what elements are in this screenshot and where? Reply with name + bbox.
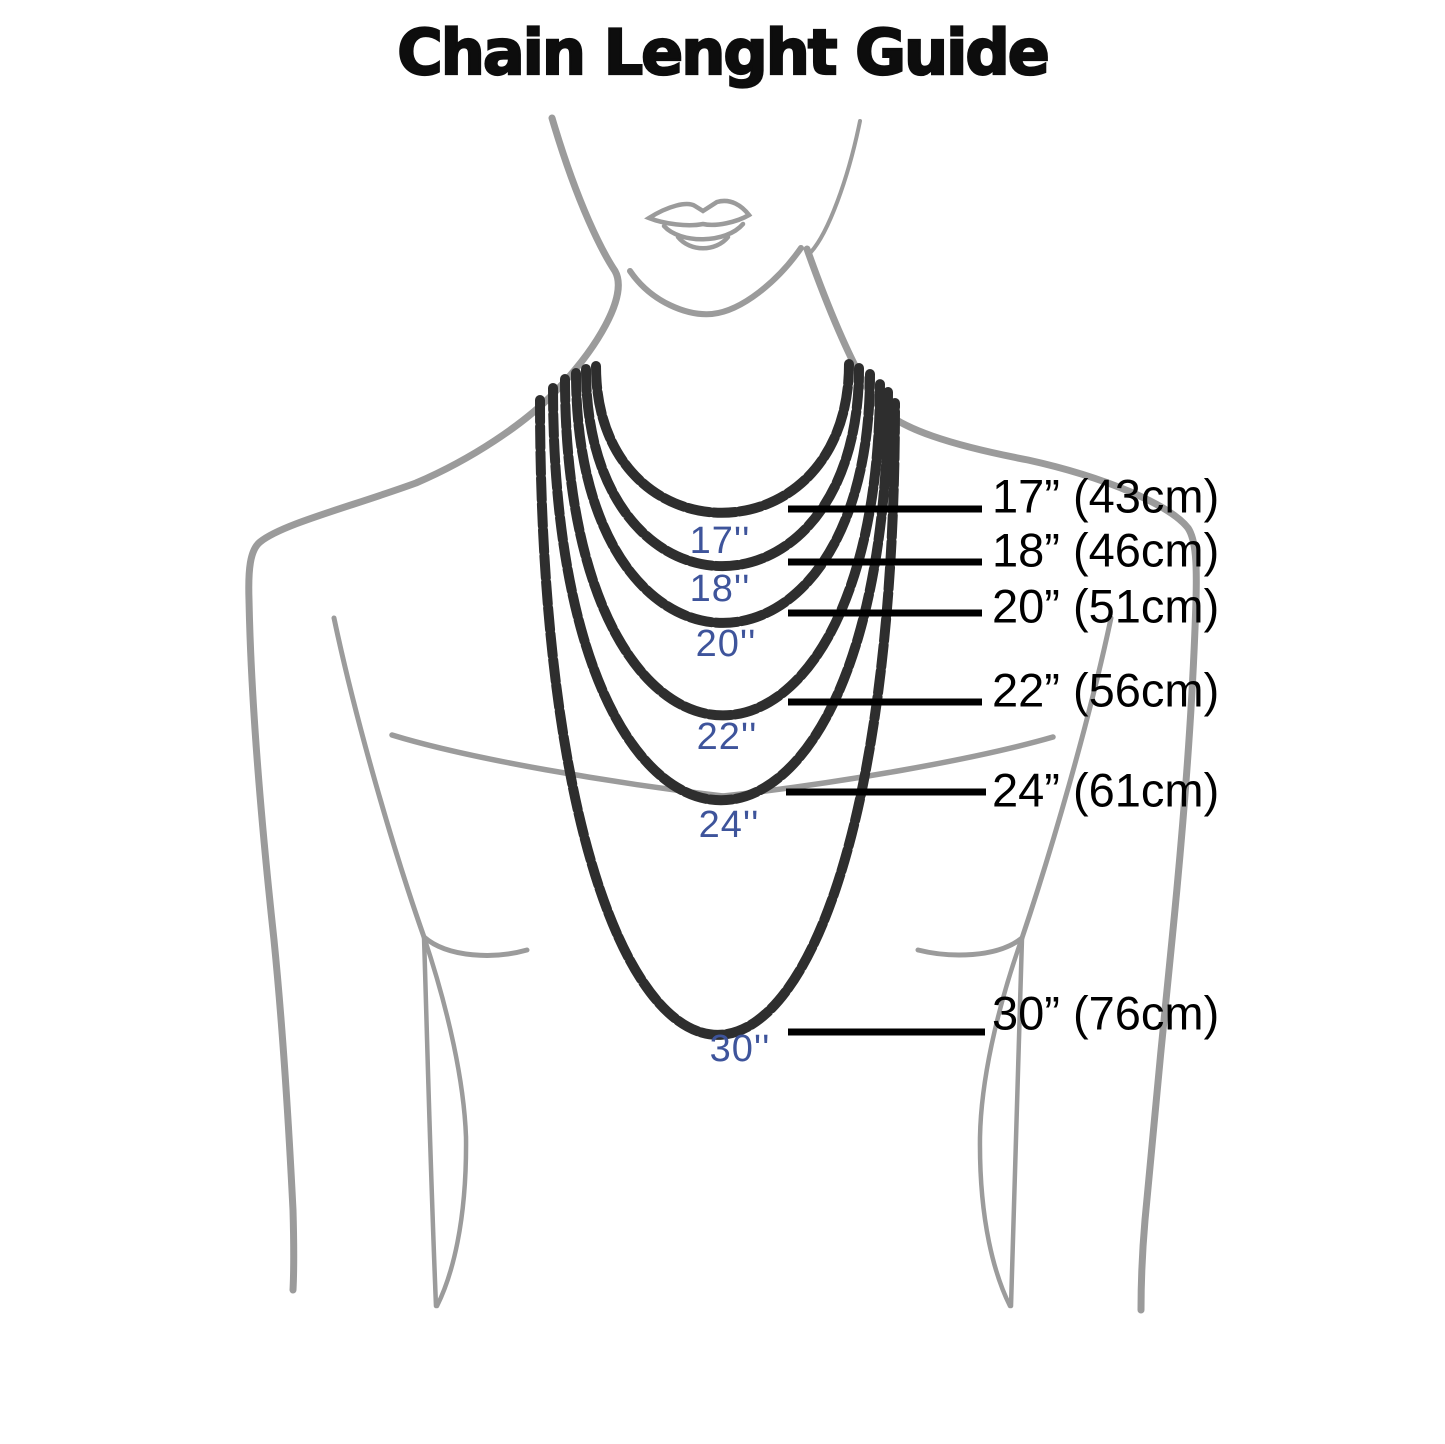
leader-lines: [786, 505, 986, 1036]
inner-label-24-inch: 24'': [699, 804, 760, 846]
chain-18-inch: [581, 363, 864, 571]
left-torso-side-lower: [421, 934, 469, 1309]
inner-label-18-inch: 18'': [690, 568, 751, 610]
upper-lip-outline: [644, 198, 753, 228]
size-label-20-inch: 20” (51cm): [992, 580, 1219, 633]
right-arm-edge-lower: [1008, 935, 1025, 1309]
inner-label-17-inch: 17'': [690, 520, 751, 562]
right-face-line: [809, 119, 862, 254]
lower-lip-line: [661, 221, 746, 242]
size-label-22-inch: 22” (56cm): [992, 664, 1219, 717]
necklace-chains: [535, 359, 900, 1040]
inner-label-30-inch: 30'': [710, 1028, 771, 1070]
lower-lip-bottom-line: [675, 234, 731, 251]
right-inner-arm-line: [1019, 615, 1114, 941]
page-title: Chain Lenght Guide: [396, 15, 1051, 90]
chain-30-inch: [535, 395, 900, 1040]
right-torso-side-lower: [977, 935, 1025, 1309]
size-label-17-inch: 17” (43cm): [992, 470, 1219, 523]
size-labels: 17” (43cm) 18” (46cm) 20” (51cm) 22” (56…: [992, 470, 1219, 1040]
right-breast-curve: [915, 935, 1025, 958]
size-label-18-inch: 18” (46cm): [992, 524, 1219, 577]
left-inner-arm-line: [331, 615, 427, 940]
size-label-24-inch: 24” (61cm): [992, 764, 1219, 817]
size-label-30-inch: 30” (76cm): [992, 987, 1219, 1040]
chain-24-inch: [548, 383, 893, 806]
chain-22-inch: [560, 374, 885, 721]
chain-20-inch: [571, 368, 875, 628]
left-face-neck-shoulder-arm-line: [245, 114, 622, 1294]
left-breast-curve: [421, 934, 530, 958]
chin-line: [627, 245, 804, 318]
inner-inch-labels: 17'' 18'' 20'' 22'' 24'' 30'': [690, 520, 771, 1070]
inner-label-22-inch: 22'': [697, 716, 758, 758]
left-arm-edge-lower: [421, 934, 439, 1309]
inner-label-20-inch: 20'': [696, 623, 757, 665]
chain-17-inch: [591, 359, 854, 518]
